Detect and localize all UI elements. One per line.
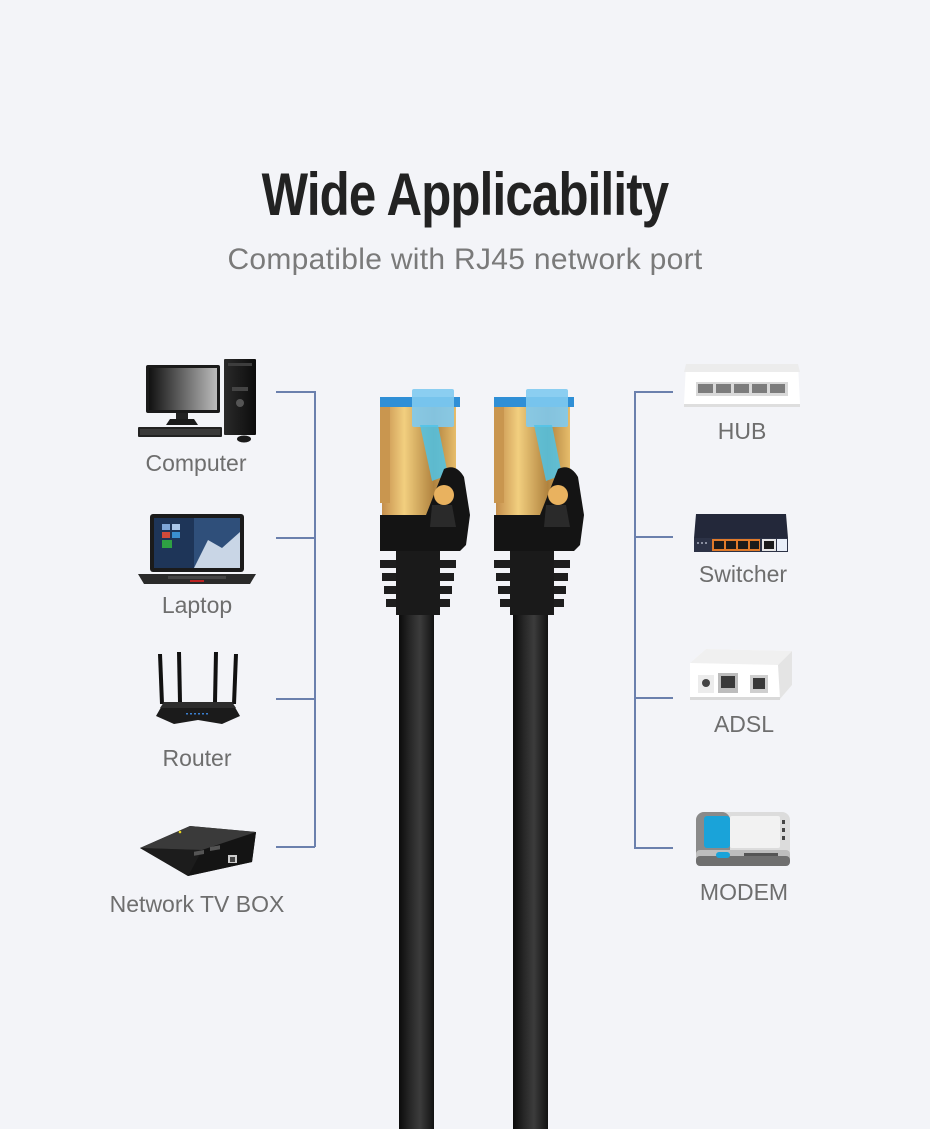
left-bracket-vertical bbox=[314, 391, 316, 847]
wifi-router-icon bbox=[152, 650, 244, 730]
rj45-cable-right bbox=[490, 385, 590, 1129]
adsl-splitter-icon bbox=[688, 645, 794, 707]
right-bracket-tick-modem bbox=[634, 847, 673, 849]
left-bracket-tick-laptop bbox=[276, 537, 315, 539]
left-bracket-tick-computer bbox=[276, 391, 315, 393]
right-bracket-vertical bbox=[634, 391, 636, 848]
right-bracket-tick-switcher bbox=[634, 536, 673, 538]
device-label-hub: HUB bbox=[717, 418, 767, 444]
desktop-computer-icon bbox=[136, 357, 260, 443]
device-label-laptop: Laptop bbox=[161, 592, 233, 618]
right-bracket-tick-hub bbox=[634, 391, 673, 393]
page-title: Wide Applicability bbox=[261, 161, 670, 228]
device-label-computer: Computer bbox=[145, 450, 247, 476]
device-label-modem: MODEM bbox=[699, 879, 789, 905]
left-bracket-tick-tv-box bbox=[276, 846, 315, 848]
device-label-adsl: ADSL bbox=[713, 711, 775, 737]
device-label-network-tv-box: Network TV BOX bbox=[109, 891, 285, 917]
network-switch-icon bbox=[692, 512, 790, 556]
right-bracket-tick-adsl bbox=[634, 697, 673, 699]
left-bracket-tick-router bbox=[276, 698, 315, 700]
rj45-cable-left bbox=[374, 385, 474, 1129]
device-label-router: Router bbox=[162, 745, 232, 771]
device-label-switcher: Switcher bbox=[698, 561, 788, 587]
page-subtitle: Compatible with RJ45 network port bbox=[227, 243, 703, 276]
laptop-icon bbox=[138, 512, 256, 586]
modem-icon bbox=[694, 808, 792, 872]
tv-box-icon bbox=[136, 820, 260, 880]
hub-icon bbox=[682, 360, 802, 410]
